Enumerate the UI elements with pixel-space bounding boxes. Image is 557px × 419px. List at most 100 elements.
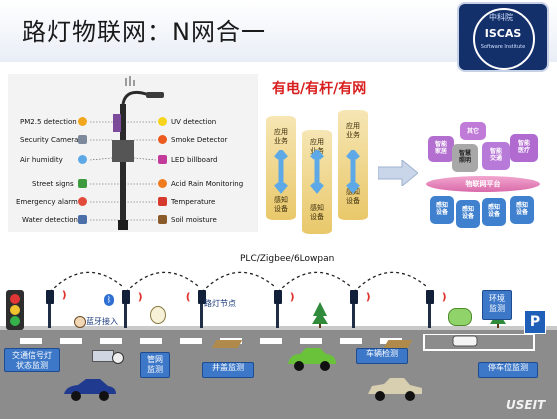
device-box-2 xyxy=(456,200,480,228)
lamp-node-4-pole xyxy=(276,304,279,328)
iot-platform-label: 物联网平台 xyxy=(465,180,501,188)
street-sign-icon xyxy=(78,179,87,188)
lamp-node-1-pole xyxy=(48,304,51,328)
slogan-text: 有电/有杆/有网 xyxy=(272,81,367,97)
wifi-icon: ❫ xyxy=(288,292,297,303)
app-smart-lighting-label: 智慧 照明 xyxy=(458,150,471,164)
logo-seal-text: 中科院 xyxy=(489,13,513,22)
app-smart-medical xyxy=(510,134,538,162)
humidity-sensor-icon xyxy=(78,155,87,164)
link-arc xyxy=(49,271,123,293)
traffic-green-light xyxy=(10,316,20,326)
device-box-1-label: 感知 设备 xyxy=(435,202,448,216)
cartoon-figure-icon xyxy=(150,306,166,324)
bluetooth-access-label: 蓝牙接入 xyxy=(86,317,118,326)
sensor-label-led: LED billboard xyxy=(171,156,218,164)
double-arrow-icon xyxy=(346,150,360,194)
stack-3-app-label: 应用 业务 xyxy=(346,122,360,139)
network-arcs xyxy=(49,271,427,293)
manhole-cover-icon xyxy=(383,340,413,348)
lamp-node-6 xyxy=(426,290,434,304)
sensor-label-uv: UV detection xyxy=(171,118,217,126)
smoke-detector-icon xyxy=(158,135,167,144)
bluetooth-icon: ᛒ xyxy=(104,294,114,306)
lamp-node-label: 路灯节点 xyxy=(204,299,236,308)
sensor-label-water: Water detection xyxy=(22,216,78,224)
manhole-cover-icon xyxy=(211,340,243,348)
lamp-node-4 xyxy=(274,290,282,304)
sensor-label-camera: Security Camera xyxy=(20,136,79,144)
app-smart-home xyxy=(428,136,454,162)
security-camera-icon xyxy=(78,135,87,144)
sensor-label-emergency: Emergency alarm xyxy=(16,198,78,206)
blue-car-icon xyxy=(64,379,116,401)
water-detection-icon xyxy=(78,215,87,224)
emergency-alarm-icon xyxy=(78,197,87,206)
traffic-yellow-light xyxy=(10,305,20,315)
green-car-icon xyxy=(288,348,336,371)
pipe-monitor-tag: 管网 监测 xyxy=(140,352,170,378)
iot-platform-disk xyxy=(426,176,540,192)
parking-monitor-tag: 停车位监测 xyxy=(478,362,538,378)
app-smart-medical-label: 智能 医疗 xyxy=(517,140,530,154)
sensor-label-temperature: Temperature xyxy=(171,198,216,206)
double-arrow-icon xyxy=(274,150,288,194)
lamp-banner xyxy=(113,114,121,132)
sensor-label-pm25: PM2.5 detection xyxy=(20,118,77,126)
vehicle-detect-tag: 车辆检测 xyxy=(356,348,408,364)
logo-ring xyxy=(473,8,535,70)
tree-icon xyxy=(312,302,328,328)
led-billboard-box xyxy=(112,140,134,162)
wifi-icon: ❫ xyxy=(364,292,373,303)
link-arc xyxy=(353,271,427,293)
pipe-meter-icon xyxy=(112,352,124,364)
led-billboard-icon xyxy=(158,155,167,164)
app-smart-traffic-label: 智能 交通 xyxy=(489,148,502,162)
app-other xyxy=(460,122,486,140)
stack-1-device-label: 感知 设备 xyxy=(274,196,288,213)
wifi-icon: ❫ xyxy=(440,292,449,303)
lamp-base xyxy=(118,220,128,230)
logo-text: ISCAS xyxy=(484,27,522,40)
lamp-pole xyxy=(120,104,126,230)
lamp-node-5 xyxy=(350,290,358,304)
temperature-sensor-icon xyxy=(158,197,167,206)
env-monitor-tag: 环境 监测 xyxy=(482,290,512,320)
app-smart-traffic xyxy=(482,142,510,170)
wifi-icon: ❪ xyxy=(184,292,193,303)
device-box-3 xyxy=(482,198,506,226)
watermark: USEIT xyxy=(506,398,546,412)
lamp-node-5-pole xyxy=(352,304,355,328)
lamp-node-2 xyxy=(122,290,130,304)
lamp-head xyxy=(146,92,164,98)
user-person-icon xyxy=(74,316,86,328)
protocol-label: PLC/Zigbee/6Lowpan xyxy=(240,254,335,264)
sensor-label-street-signs: Street signs xyxy=(32,180,74,188)
link-arc xyxy=(277,271,351,293)
logo-subtext: Software Institute xyxy=(480,44,526,50)
sensor-label-smoke: Smoke Detector xyxy=(171,136,228,144)
lamp-antenna xyxy=(125,76,135,86)
wifi-icon: ❫ xyxy=(60,290,69,301)
manhole-monitor-tag: 井盖监测 xyxy=(202,362,254,378)
pm25-sensor-icon xyxy=(78,117,87,126)
device-box-4 xyxy=(510,196,534,224)
app-smart-home-label: 智能 家居 xyxy=(434,141,447,155)
lamp-node-1 xyxy=(46,290,54,304)
sensor-label-soil: Soil moisture xyxy=(171,216,217,224)
traffic-light-monitor-tag: 交通信号灯 状态监测 xyxy=(4,348,60,372)
link-arc xyxy=(201,271,275,293)
lamp-arm xyxy=(121,90,159,105)
lamp-node-6-pole xyxy=(428,304,431,328)
device-box-1 xyxy=(430,196,454,224)
sensor-label-humidity: Air humidity xyxy=(20,156,63,164)
soil-moisture-icon xyxy=(158,215,167,224)
slide-title: 路灯物联网：N网合一 xyxy=(22,18,266,46)
parked-car-icon xyxy=(452,335,478,347)
smart-lamp-illustration xyxy=(89,76,164,230)
app-smart-lighting xyxy=(452,144,478,172)
parking-sign: P xyxy=(524,310,546,334)
parking-box xyxy=(423,334,535,351)
iscas-logo: 中科院 ISCAS Software Institute xyxy=(459,4,547,70)
